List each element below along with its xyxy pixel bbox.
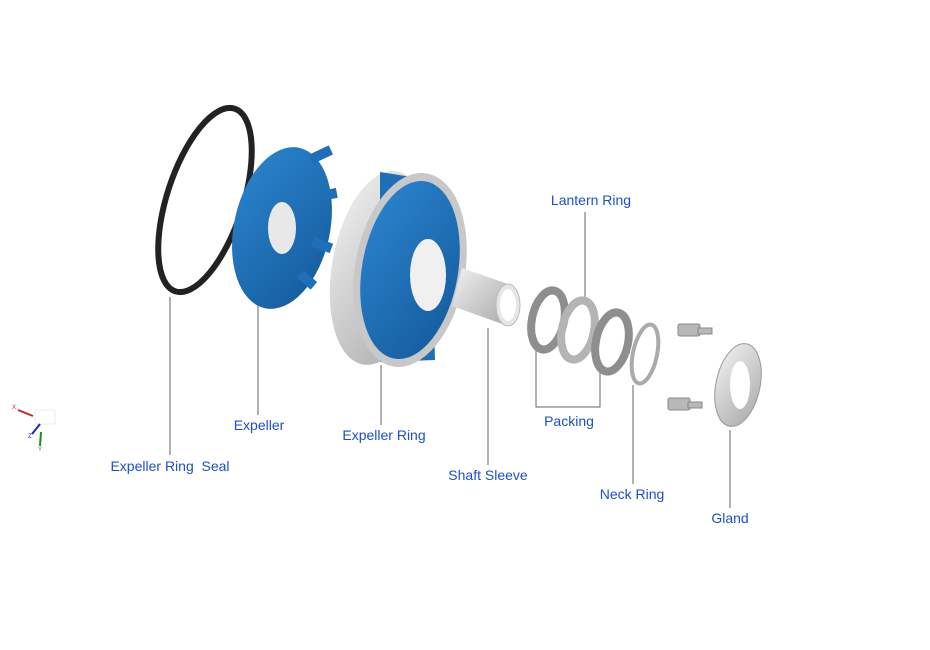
- packing-rings-part: [527, 286, 661, 386]
- gland-bolts-part: [667, 323, 713, 411]
- label-expeller: Expeller: [233, 417, 285, 433]
- shaft-sleeve-part: [452, 268, 521, 327]
- label-expeller-ring: Expeller Ring: [342, 427, 426, 443]
- axis-x-label: X: [12, 405, 17, 411]
- label-lantern-ring: Lantern Ring: [550, 192, 632, 208]
- axis-triad-icon: [17, 409, 56, 447]
- gland-part: [714, 343, 762, 427]
- axis-y-label: Y: [38, 447, 43, 453]
- label-shaft-sleeve: Shaft Sleeve: [448, 467, 528, 483]
- label-gland: Gland: [711, 510, 749, 526]
- label-expeller-ring-seal: Expeller Ring Seal: [110, 458, 230, 474]
- label-packing: Packing: [544, 413, 594, 429]
- expeller-ring-part: [329, 171, 467, 367]
- axis-z-label: Z: [28, 434, 32, 440]
- label-neck-ring: Neck Ring: [599, 486, 665, 502]
- leader-lines: [169, 212, 731, 508]
- expeller-part: [232, 145, 338, 309]
